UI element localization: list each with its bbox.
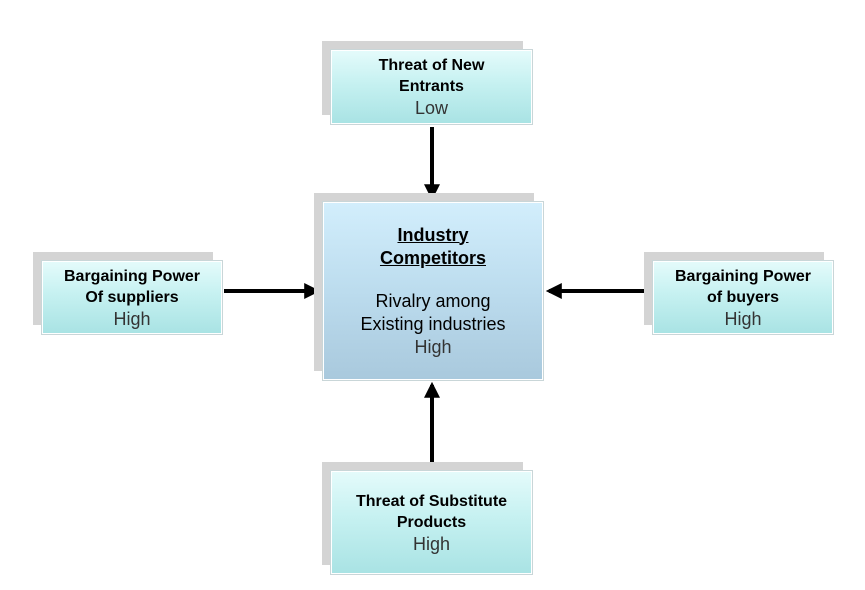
threat-of-substitutes-rating: High xyxy=(412,533,451,554)
industry-competitors-description: Rivalry among Existing industries xyxy=(360,290,506,334)
industry-competitors-box: Industry Competitors Rivalry among Exist… xyxy=(322,201,544,381)
bargaining-power-suppliers-title: Bargaining Power Of suppliers xyxy=(63,267,201,306)
threat-of-substitutes-box: Threat of Substitute Products High xyxy=(330,470,533,575)
industry-competitors-rating: High xyxy=(414,336,452,357)
threat-of-new-entrants-box: Threat of New Entrants Low xyxy=(330,49,533,125)
threat-of-new-entrants-rating: Low xyxy=(414,98,449,118)
bargaining-power-buyers-rating: High xyxy=(724,308,762,329)
bargaining-power-suppliers-box: Bargaining Power Of suppliers High xyxy=(41,260,223,335)
industry-competitors-heading: Industry Competitors xyxy=(379,224,486,268)
threat-of-new-entrants-title: Threat of New Entrants xyxy=(378,57,485,95)
bargaining-power-suppliers-rating: High xyxy=(113,308,151,329)
bargaining-power-buyers-title: Bargaining Power of buyers xyxy=(674,267,812,306)
threat-of-substitutes-title: Threat of Substitute Products xyxy=(355,492,508,531)
bargaining-power-buyers-box: Bargaining Power of buyers High xyxy=(652,260,834,335)
